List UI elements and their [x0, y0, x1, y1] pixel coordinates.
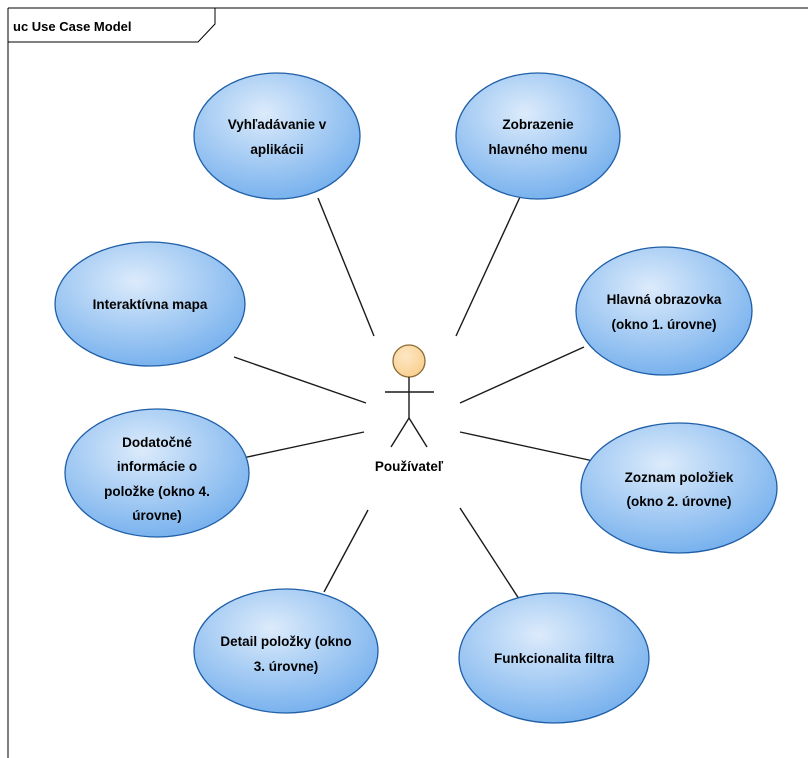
association-line-search: [317, 197, 375, 337]
use-case-filter[interactable]: Funkcionalita filtra: [458, 592, 650, 724]
use-case-item-list[interactable]: Zoznam položiek (okno 2. úrovne): [580, 422, 778, 554]
use-case-ellipse[interactable]: [193, 72, 361, 200]
use-case-label-line: úrovne): [132, 508, 182, 523]
frame-label: uc Use Case Model: [13, 19, 132, 34]
use-case-search[interactable]: Vyhľadávanie v aplikácii: [193, 72, 361, 200]
actor-user[interactable]: Používateľ: [375, 344, 444, 474]
use-case-label-line: 3. úrovne): [254, 659, 319, 674]
association-line-item-detail: [323, 509, 369, 593]
use-case-additional-info[interactable]: Dodatočné informácie o položke (okno 4. …: [64, 408, 250, 538]
use-case-ellipse[interactable]: [193, 588, 379, 714]
actor-head-icon: [392, 344, 426, 378]
association-line-main-screen: [459, 346, 585, 404]
use-case-label-line: Zobrazenie: [502, 117, 574, 132]
association-line-interactive-map: [233, 356, 367, 404]
use-case-ellipse[interactable]: [575, 246, 753, 376]
actor-name: Používateľ: [375, 459, 444, 474]
use-case-label-line: hlavného menu: [488, 142, 587, 157]
use-case-label-line: Dodatočné: [122, 435, 192, 450]
diagram-frame: uc Use Case Model: [7, 7, 808, 758]
use-case-main-screen[interactable]: Hlavná obrazovka (okno 1. úrovne): [575, 246, 753, 376]
use-case-ellipse[interactable]: [455, 72, 621, 200]
use-case-label-line: Vyhľadávanie v: [228, 117, 327, 132]
use-case-label-line: Funkcionalita filtra: [494, 651, 615, 666]
use-case-label-line: Hlavná obrazovka: [607, 292, 722, 307]
use-case-ellipse[interactable]: [580, 422, 778, 554]
association-line-filter: [459, 507, 522, 603]
frame-label-tab: [8, 8, 216, 43]
use-case-ellipse[interactable]: [64, 408, 250, 538]
use-case-label-line: Zoznam položiek: [625, 470, 734, 485]
use-case-ellipse[interactable]: [458, 592, 650, 724]
actor-right-leg: [408, 417, 428, 448]
use-case-item-detail[interactable]: Detail položky (okno 3. úrovne): [193, 588, 379, 714]
use-case-label-line: Detail položky (okno: [220, 634, 351, 649]
use-case-label-line: aplikácii: [250, 142, 303, 157]
use-case-label-line: (okno 1. úrovne): [611, 317, 716, 332]
use-case-ellipse[interactable]: [54, 241, 246, 367]
use-case-label-line: (okno 2. úrovne): [626, 494, 731, 509]
actor-left-leg: [390, 417, 410, 448]
use-case-label-line: informácie o: [117, 459, 197, 474]
use-case-main-menu[interactable]: Zobrazenie hlavného menu: [455, 72, 621, 200]
association-line-item-list: [459, 431, 599, 463]
association-line-additional-info: [237, 431, 365, 460]
association-lines: [233, 196, 599, 603]
use-case-label-line: položke (okno 4.: [104, 484, 210, 499]
association-line-main-menu: [455, 196, 521, 337]
use-case-interactive-map[interactable]: Interaktívna mapa: [54, 241, 246, 367]
use-case-label-line: Interaktívna mapa: [93, 297, 208, 312]
